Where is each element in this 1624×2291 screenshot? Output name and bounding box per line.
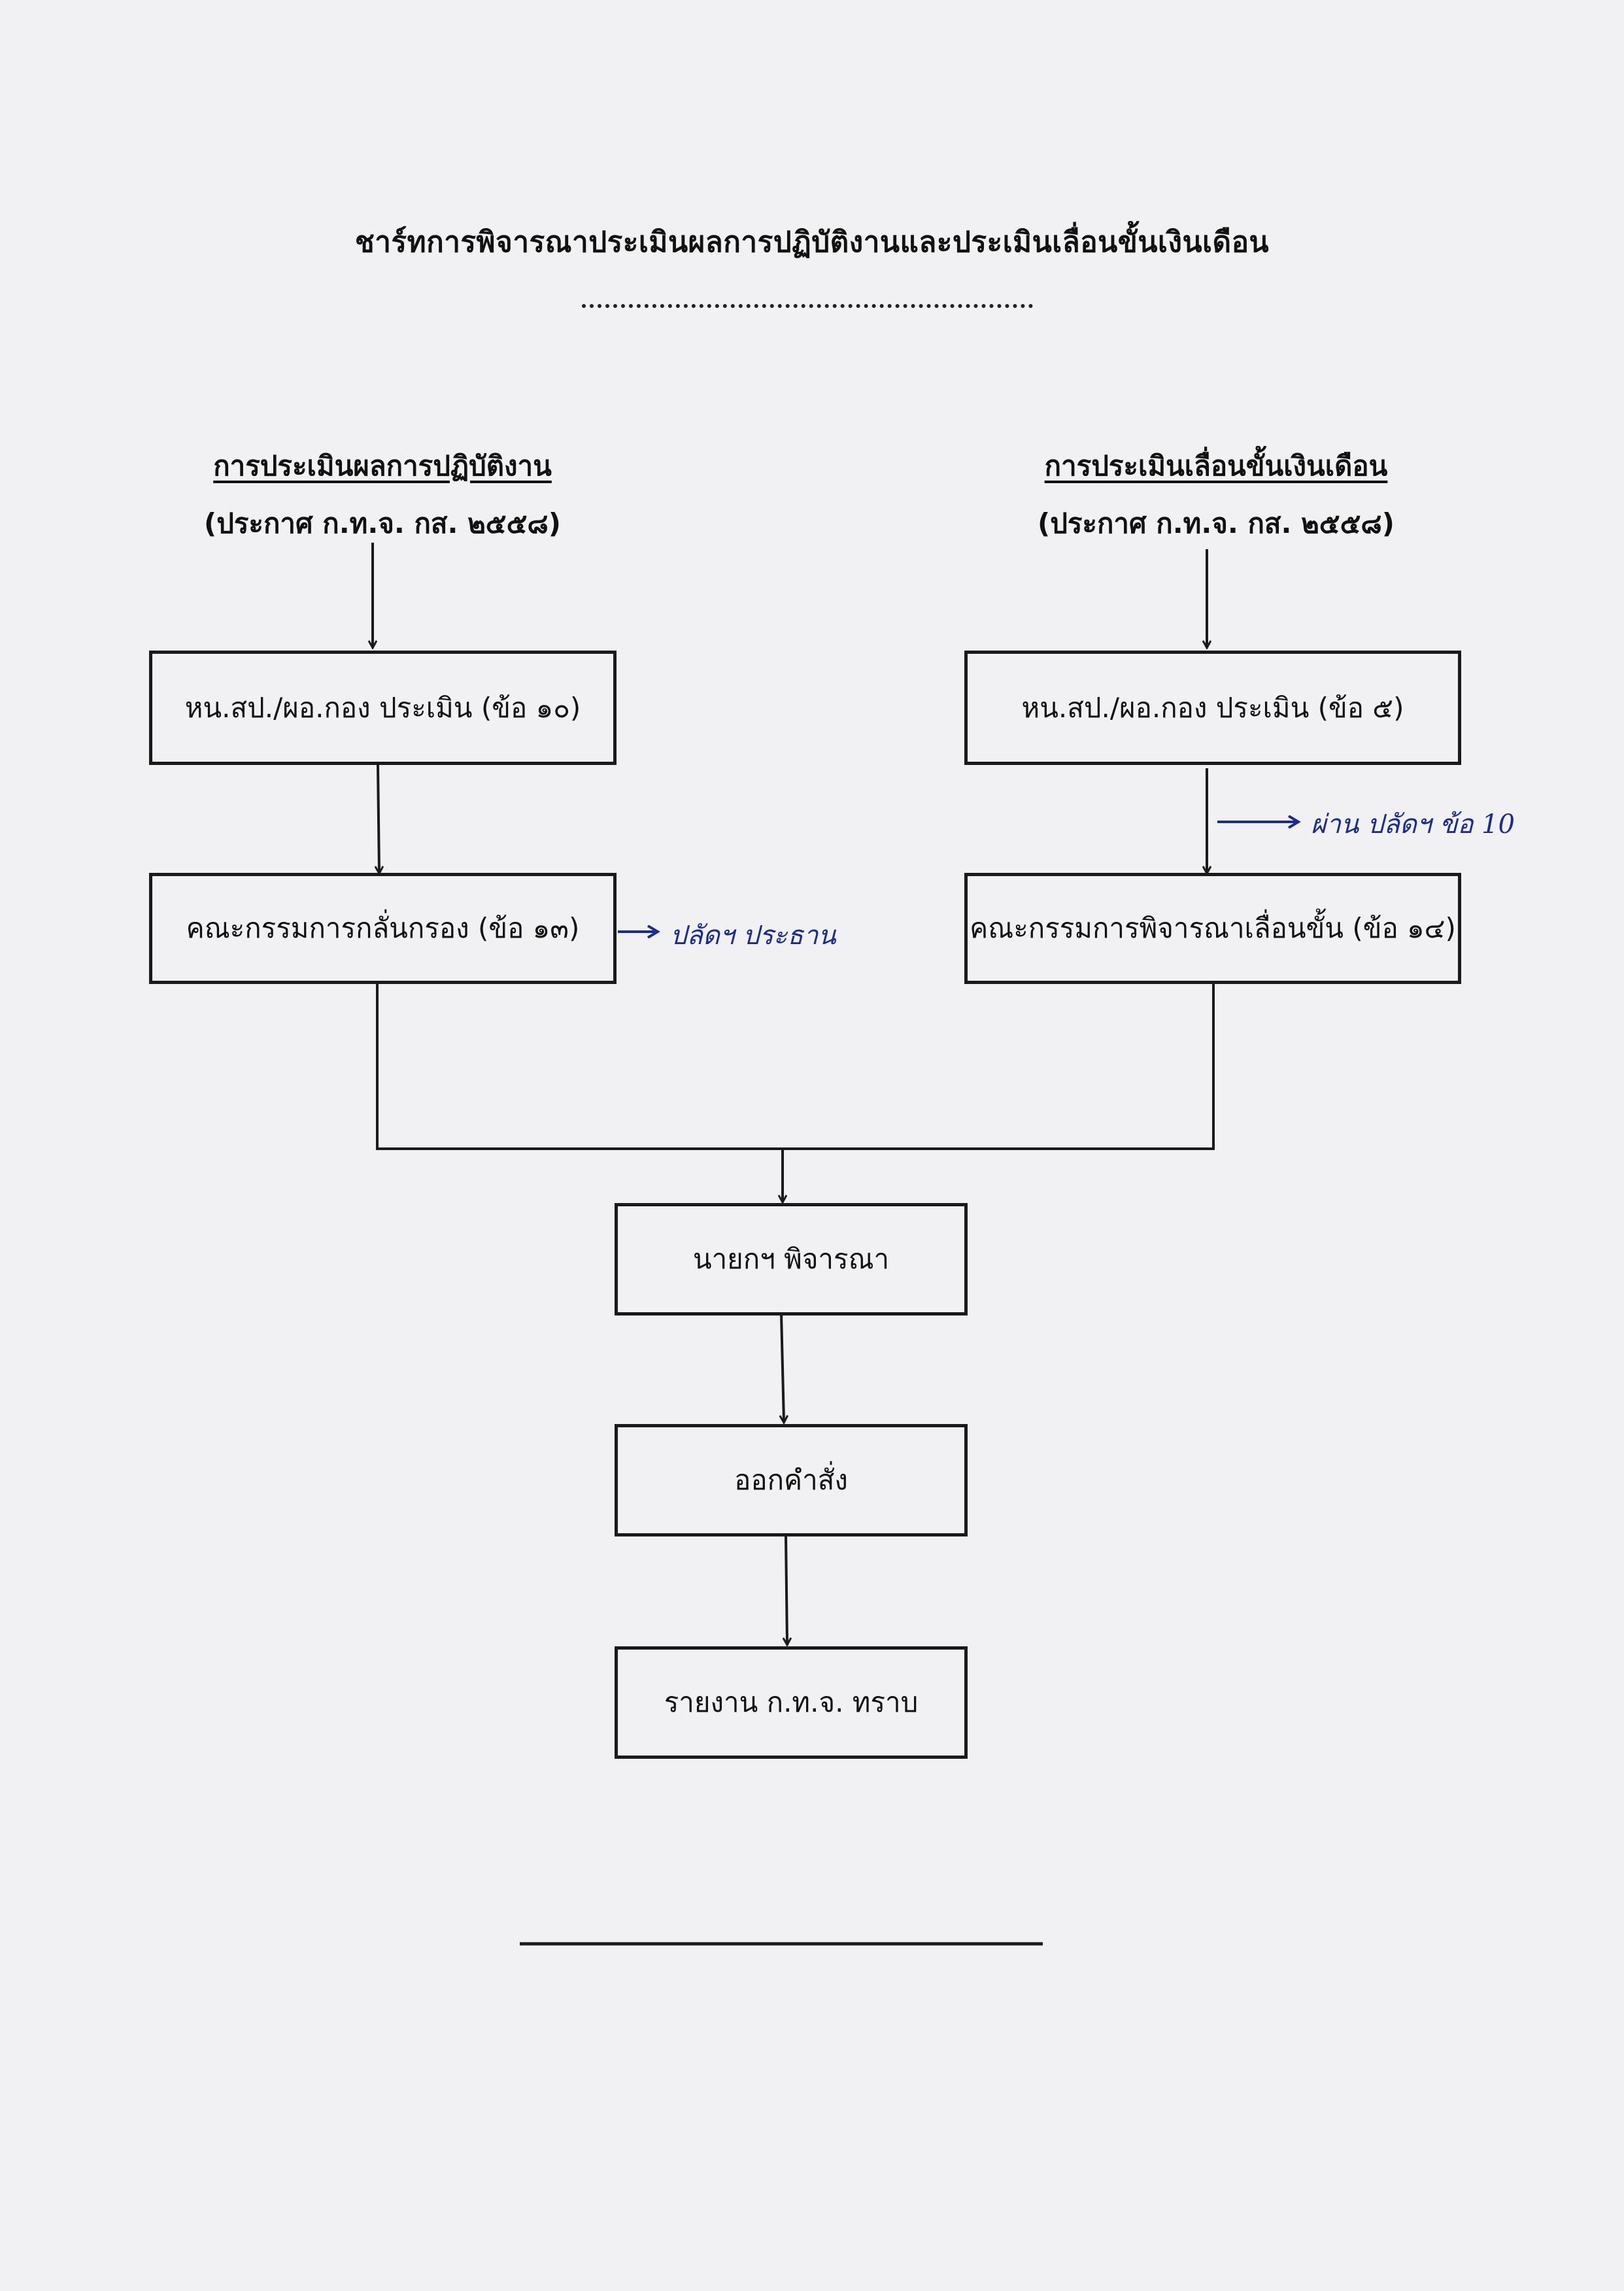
left-handwritten-note: ปลัดฯ ประธาน — [670, 921, 836, 951]
right-handwritten-note: ผ่าน ปลัดฯ ข้อ 10 — [1311, 809, 1515, 840]
report-label: รายงาน ก.ท.จ. ทราบ — [664, 1686, 919, 1718]
arrow-left-step1-to-step2 — [378, 764, 379, 873]
right-column-heading: การประเมินเลื่อนขั้นเงินเดือน — [1044, 450, 1388, 482]
right-step1-label: หน.สป./ผอ.กอง ประเมิน (ข้อ ๕) — [1021, 691, 1404, 724]
page-title: ชาร์ทการพิจารณาประเมินผลการปฏิบัติงานและ… — [354, 226, 1270, 259]
report-box: รายงาน ก.ท.จ. ทราบ — [615, 1646, 968, 1759]
left-step1-label: หน.สป./ผอ.กอง ประเมิน (ข้อ ๑๐) — [184, 691, 581, 724]
title-dotted-rule — [582, 291, 1033, 308]
right-step1-box: หน.สป./ผอ.กอง ประเมิน (ข้อ ๕) — [964, 651, 1461, 765]
merge-line — [376, 984, 1215, 1150]
left-step2-label: คณะกรรมการกลั่นกรอง (ข้อ ๑๓) — [186, 912, 580, 944]
left-column-heading: การประเมินผลการปฏิบัติงาน — [213, 450, 552, 482]
issue-order-label: ออกคำสั่ง — [734, 1464, 848, 1496]
right-step2-label: คณะกรรมการพิจารณาเลื่อนขั้น (ข้อ ๑๔) — [970, 912, 1456, 944]
issue-order-box: ออกคำสั่ง — [615, 1424, 968, 1536]
arrow-order-to-report — [786, 1536, 787, 1644]
left-step2-box: คณะกรรมการกลั่นกรอง (ข้อ ๑๓) — [149, 873, 617, 984]
right-column-source: (ประกาศ ก.ท.จ. กส. ๒๕๕๘) — [1038, 507, 1395, 539]
right-step2-box: คณะกรรมการพิจารณาเลื่อนขั้น (ข้อ ๑๔) — [964, 873, 1461, 984]
left-step1-box: หน.สป./ผอ.กอง ประเมิน (ข้อ ๑๐) — [149, 651, 617, 765]
mayor-review-label: นายกฯ พิจารณา — [692, 1243, 890, 1275]
arrow-mayor-to-order — [781, 1314, 784, 1422]
mayor-review-box: นายกฯ พิจารณา — [615, 1203, 968, 1315]
left-column-source: (ประกาศ ก.ท.จ. กส. ๒๕๕๘) — [204, 507, 561, 539]
